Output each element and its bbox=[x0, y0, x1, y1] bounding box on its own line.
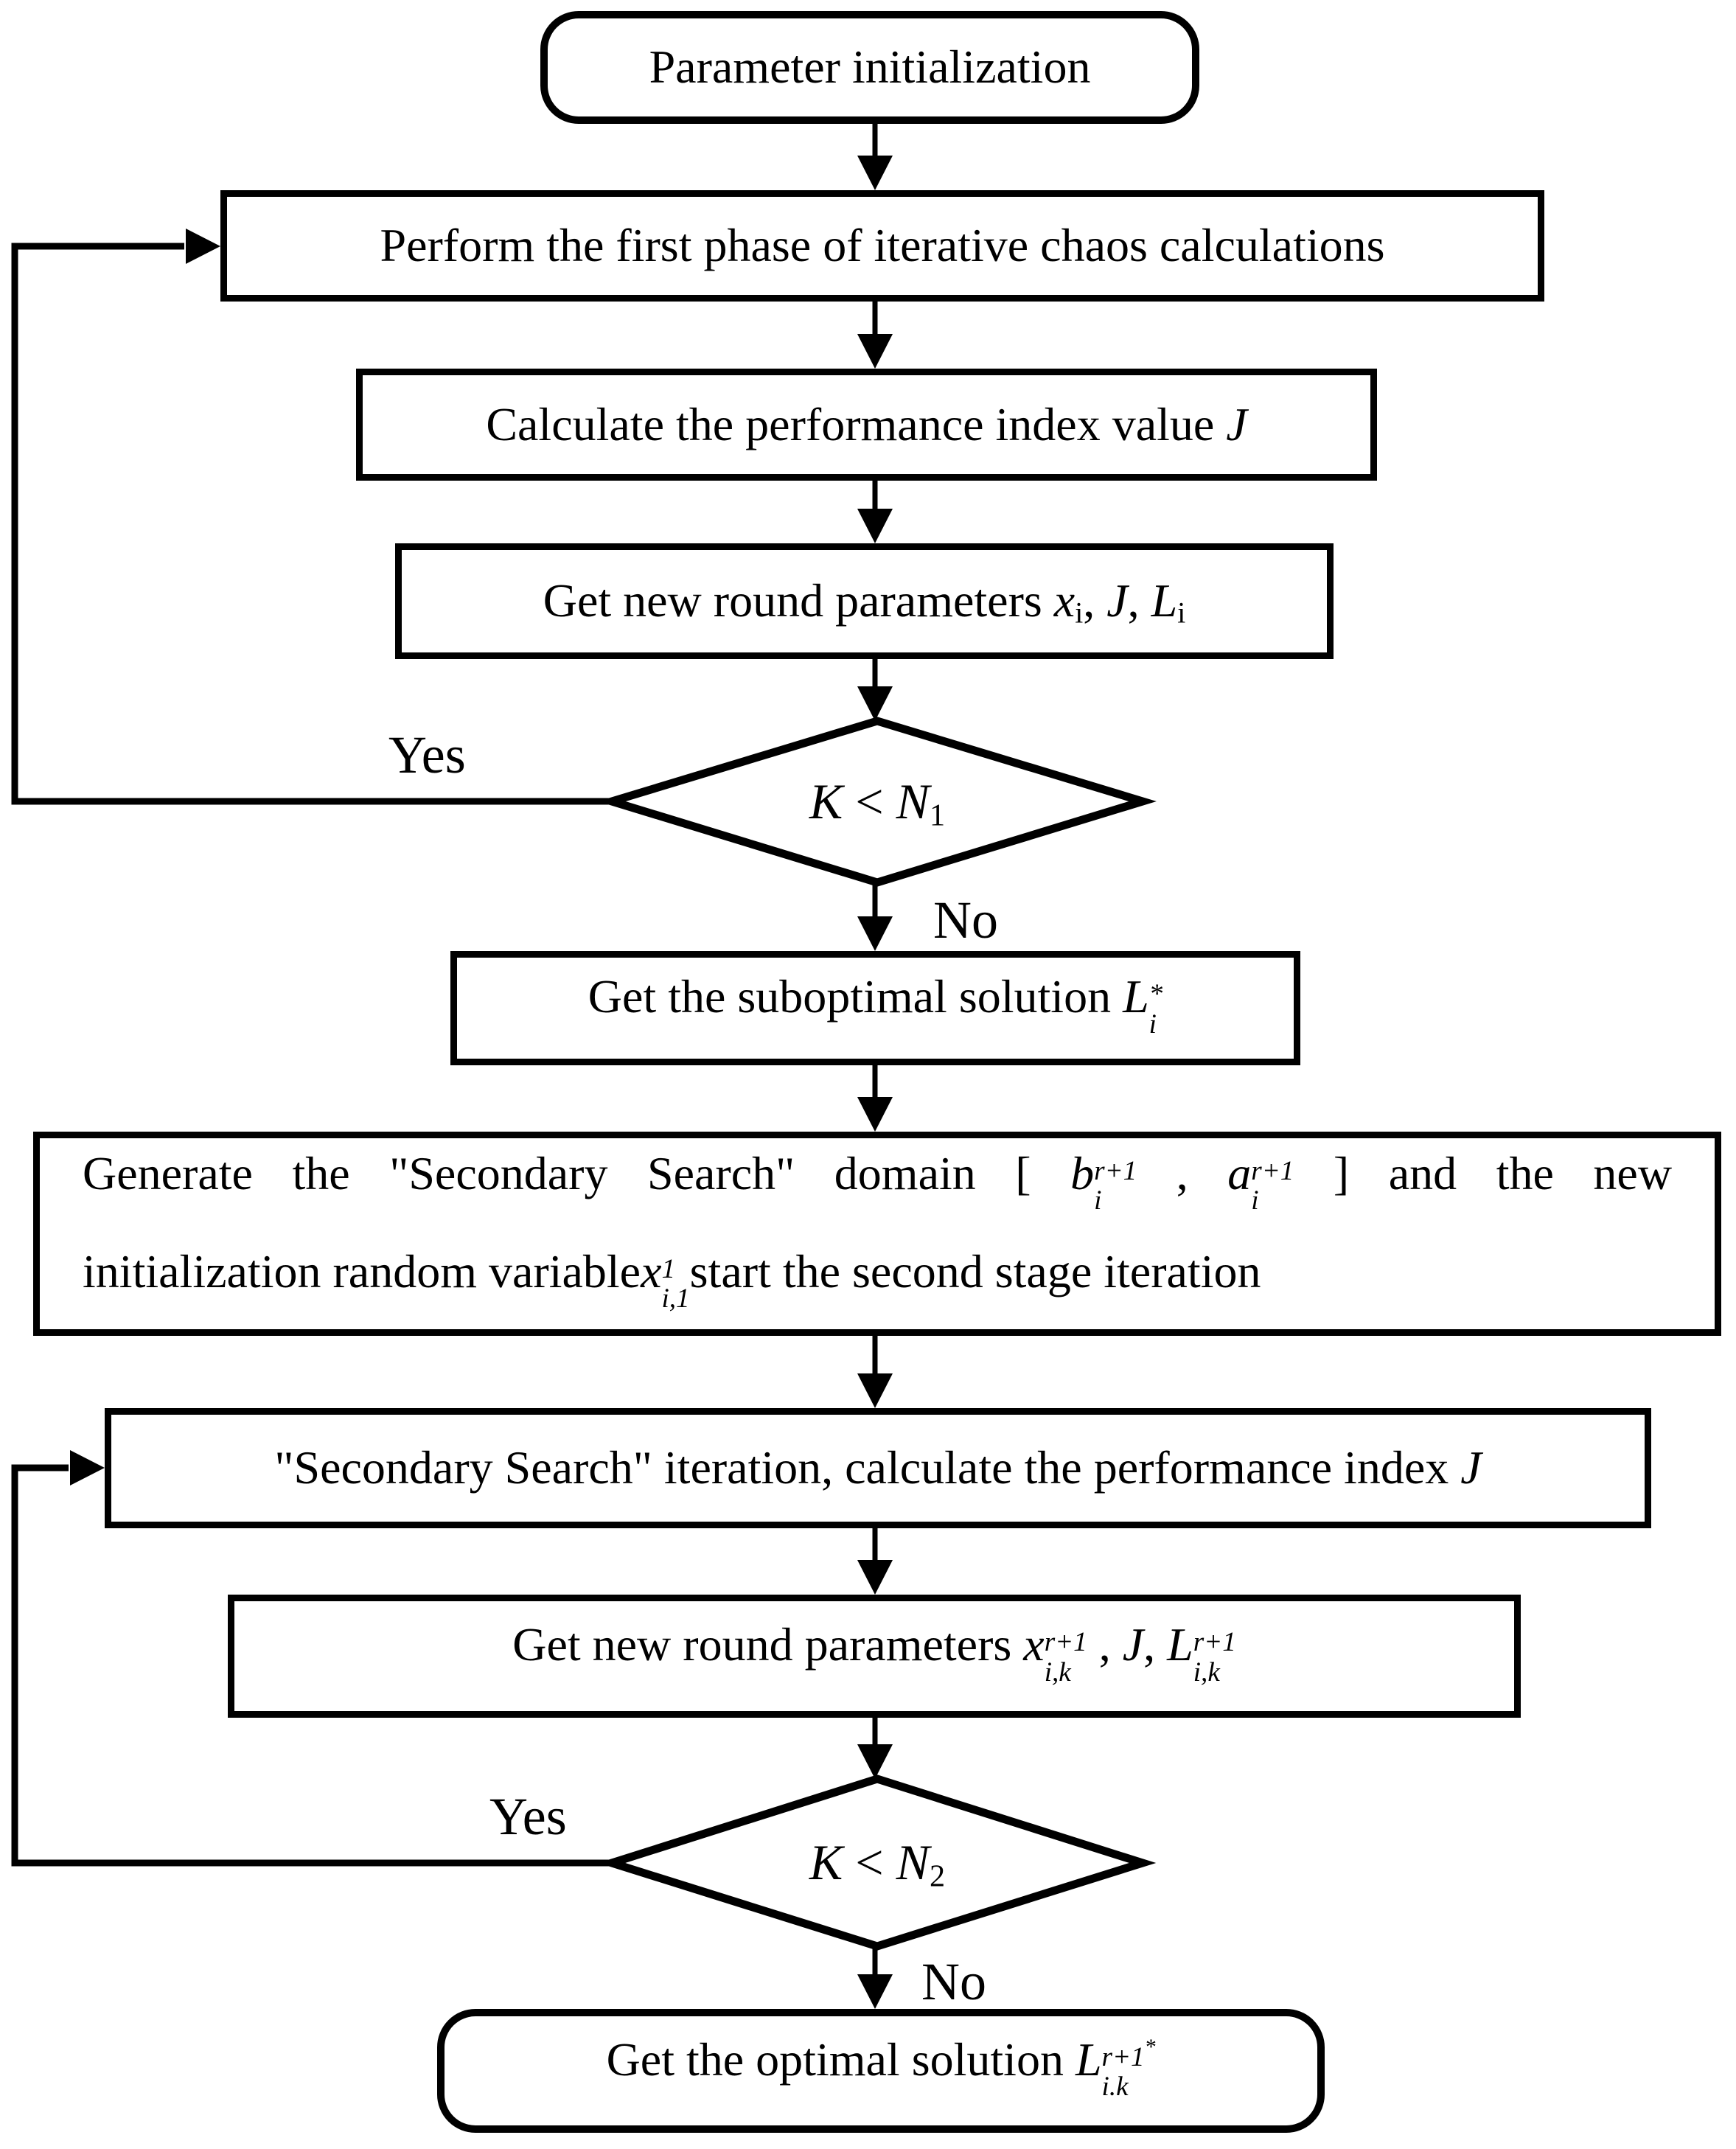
var-b-sup: r+1 bbox=[1094, 1156, 1137, 1187]
decision1-diamond bbox=[598, 717, 1157, 887]
node-label: Perform the first phase of iterative cha… bbox=[380, 219, 1385, 272]
comma: , bbox=[1143, 1618, 1156, 1671]
var-J: J bbox=[1106, 574, 1128, 627]
node-label: Get new round parameters bbox=[543, 574, 1042, 627]
label-yes-2: Yes bbox=[489, 1790, 567, 1843]
node-new-round-parameters-1: Get new round parameters xi, J, Li bbox=[395, 543, 1334, 659]
var-N-sub: 1 bbox=[930, 798, 946, 833]
var-L-sup: r+1 bbox=[1101, 2041, 1145, 2072]
arrowhead-icon bbox=[857, 509, 893, 543]
var-J: J bbox=[1226, 397, 1247, 450]
var-N: N bbox=[896, 1834, 930, 1890]
node-label: start the second stage iteration bbox=[689, 1244, 1261, 1298]
var-L: L bbox=[1167, 1618, 1193, 1671]
edge-label-text: No bbox=[933, 891, 998, 950]
var-b-sub: i bbox=[1094, 1185, 1102, 1216]
var-a-sub: i bbox=[1251, 1185, 1259, 1216]
node-generate-secondary-domain: Generate the "Secondary Search" domain [… bbox=[33, 1132, 1721, 1336]
arrowhead-icon bbox=[857, 156, 893, 190]
decision1-label: K < N1 bbox=[616, 721, 1139, 882]
arrowhead-icon bbox=[70, 1450, 105, 1486]
var-a-sup: r+1 bbox=[1251, 1156, 1294, 1187]
var-J: J bbox=[1460, 1441, 1482, 1494]
edge-yes-loop-1 bbox=[11, 243, 613, 805]
arrowhead-icon bbox=[857, 334, 893, 369]
edge-label-text: No bbox=[921, 1952, 986, 2011]
var-L: L bbox=[1075, 2033, 1102, 2086]
node-label: ] and the new bbox=[1333, 1147, 1673, 1200]
arrowhead-icon bbox=[186, 229, 220, 264]
comma: , bbox=[1098, 1618, 1111, 1671]
node-label: Get new round parameters bbox=[512, 1618, 1012, 1671]
var-x-sup: 1 bbox=[661, 1253, 676, 1284]
star-superscript: * bbox=[1144, 2035, 1156, 2059]
decision2-diamond bbox=[598, 1774, 1157, 1951]
node-label: Generate the "Secondary Search" domain [ bbox=[83, 1147, 1031, 1200]
comma: , bbox=[1127, 574, 1140, 627]
node-secondary-search-iteration: "Secondary Search" iteration, calculate … bbox=[105, 1408, 1651, 1528]
less-than-operator: < bbox=[855, 773, 884, 829]
less-than-operator: < bbox=[855, 1834, 884, 1890]
var-x-sub: i,k bbox=[1044, 1657, 1071, 1687]
var-N-sub: 2 bbox=[930, 1859, 946, 1894]
node-label: Parameter initialization bbox=[649, 41, 1091, 94]
arrowhead-icon bbox=[857, 1373, 893, 1408]
var-L-sub: i bbox=[1177, 596, 1186, 630]
node-label: initialization random variable bbox=[83, 1244, 641, 1298]
node-label: Get the optimal solution bbox=[606, 2033, 1064, 2086]
node-calc-performance-index: Calculate the performance index value J bbox=[356, 369, 1377, 481]
label-yes-1: Yes bbox=[388, 728, 466, 781]
comma: , bbox=[1083, 574, 1095, 627]
arrowhead-icon bbox=[857, 1974, 893, 2009]
node-label: Calculate the performance index value bbox=[486, 397, 1215, 450]
var-L-sub: i bbox=[1148, 1009, 1157, 1039]
var-L-sub: i,k bbox=[1193, 1657, 1220, 1687]
var-K: K bbox=[809, 1834, 843, 1890]
edge-yes-loop-2 bbox=[11, 1464, 613, 1867]
comma: , bbox=[1176, 1147, 1188, 1200]
node-first-phase-chaos: Perform the first phase of iterative cha… bbox=[220, 190, 1544, 302]
var-x: x bbox=[641, 1244, 662, 1298]
node-label: Get the suboptimal solution bbox=[588, 970, 1112, 1023]
decision2-label: K < N2 bbox=[616, 1779, 1139, 1946]
var-N: N bbox=[896, 773, 930, 829]
node-parameter-initialization: Parameter initialization bbox=[540, 11, 1199, 124]
var-L-sup: * bbox=[1148, 979, 1163, 1010]
var-L: L bbox=[1123, 970, 1149, 1023]
var-a: a bbox=[1227, 1147, 1252, 1200]
edge-label-text: Yes bbox=[489, 1787, 567, 1846]
var-K: K bbox=[809, 773, 843, 829]
label-no-1: No bbox=[933, 894, 998, 947]
loop-lines bbox=[11, 243, 613, 1867]
var-L-sup: r+1 bbox=[1193, 1627, 1236, 1658]
arrowheads bbox=[70, 156, 893, 2009]
arrowhead-icon bbox=[857, 916, 893, 951]
arrowhead-icon bbox=[857, 686, 893, 721]
arrowhead-icon bbox=[857, 1560, 893, 1595]
var-L-sub: i.k bbox=[1101, 2072, 1129, 2102]
var-x-sub: i,1 bbox=[661, 1283, 690, 1314]
var-x: x bbox=[1053, 574, 1076, 627]
generate-line-1: Generate the "Secondary Search" domain [… bbox=[83, 1146, 1672, 1224]
node-label: "Secondary Search" iteration, calculate … bbox=[274, 1441, 1449, 1494]
arrowhead-icon bbox=[857, 1744, 893, 1779]
edge-label-text: Yes bbox=[388, 725, 466, 784]
var-J: J bbox=[1122, 1618, 1144, 1671]
var-L: L bbox=[1151, 574, 1178, 627]
arrowhead-icon bbox=[857, 1097, 893, 1132]
var-x: x bbox=[1023, 1618, 1045, 1671]
label-no-2: No bbox=[921, 1955, 986, 2008]
node-suboptimal-solution: Get the suboptimal solution L*i bbox=[450, 951, 1300, 1065]
var-x-sub: i bbox=[1075, 596, 1084, 630]
var-x-sup: r+1 bbox=[1044, 1627, 1087, 1658]
var-b: b bbox=[1070, 1147, 1095, 1200]
